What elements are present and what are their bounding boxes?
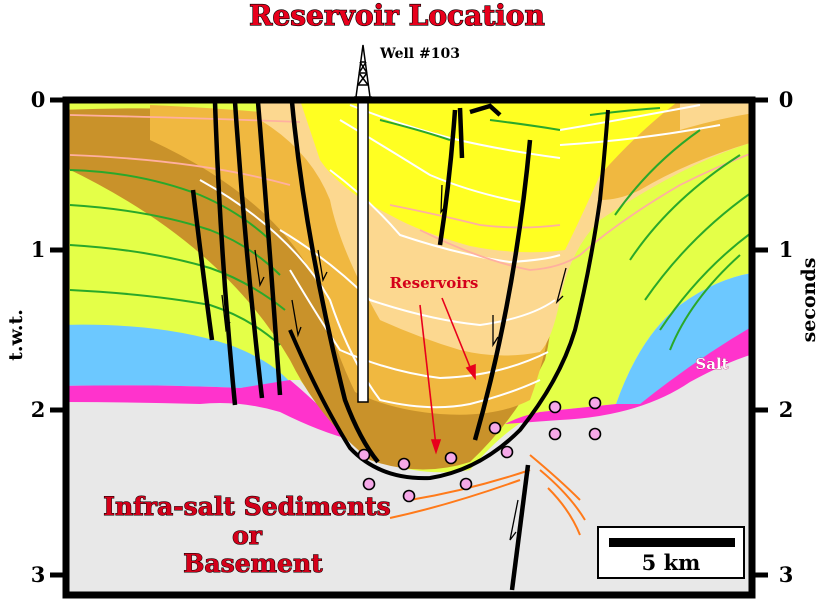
right-tick-3: 3 — [779, 562, 794, 587]
pre-salt-right — [616, 273, 752, 404]
section-body — [66, 100, 752, 595]
well-label: Well #103 — [379, 46, 460, 62]
bounding-fault — [288, 109, 610, 481]
green-horizons — [69, 107, 752, 351]
right-tick-1: 1 — [779, 237, 794, 262]
scale-bar — [609, 538, 735, 547]
left-tick-0: 0 — [31, 87, 46, 112]
infra-salt-lines — [389, 454, 586, 536]
well-bore — [357, 100, 369, 403]
infra-label-line2: or — [232, 521, 263, 550]
right-tick-2: 2 — [779, 397, 794, 422]
reservoirs-label: Reservoirs — [390, 274, 479, 292]
left-tick-3: 3 — [31, 562, 46, 587]
top-right-light — [680, 100, 752, 130]
diagram-title: Reservoir Location — [249, 0, 545, 32]
right-tick-0: 0 — [779, 87, 794, 112]
scale-box — [597, 526, 745, 579]
fault-arrows — [221, 184, 567, 541]
left-axis-title: t.w.t. — [5, 309, 27, 361]
left-tick-1: 1 — [31, 237, 46, 262]
faults — [190, 101, 533, 591]
axis-ticks — [50, 97, 768, 578]
section-frame — [62, 96, 756, 599]
top-fill-layer — [300, 100, 680, 253]
reservoir-arrows — [419, 297, 476, 455]
left-tick-2: 2 — [31, 397, 46, 422]
peach-horizons — [69, 114, 752, 271]
salt-weld-markers — [357, 396, 602, 503]
salt-left — [66, 380, 352, 440]
infra-label-line3: Basement — [183, 549, 323, 578]
infra-label-line1: Infra-salt Sediments — [103, 492, 391, 521]
scale-label: 5 km — [642, 550, 701, 575]
salt-right — [505, 326, 752, 424]
derrick-icon — [354, 44, 372, 98]
salt-label: Salt — [695, 355, 728, 373]
right-axis-title: seconds — [798, 258, 820, 343]
